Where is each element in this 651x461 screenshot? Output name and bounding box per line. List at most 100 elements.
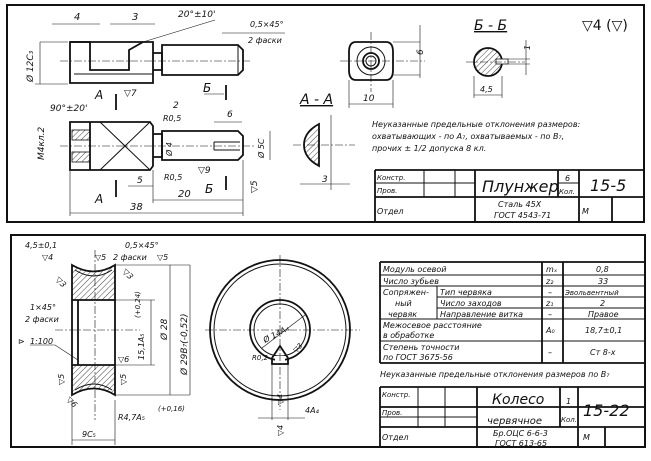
dim-taper: 1:100 — [30, 337, 53, 346]
dim-chamfer: 0,5×45° — [125, 241, 159, 250]
param-label: Степень точности — [383, 343, 459, 352]
dim-3-section: 3 — [322, 175, 328, 185]
section-bb-label: Б - Б — [474, 18, 507, 34]
param-label: Число зубьев — [383, 277, 439, 286]
note-line: прочих ± 1/2 допуска 8 кл. — [372, 144, 486, 153]
tb-part-name: Колесо — [492, 392, 544, 408]
cut-mark-b: Б — [205, 182, 213, 196]
roughness-9: ▽9 — [198, 166, 211, 176]
roughness-4-key-b: ▽4 — [276, 425, 285, 436]
tb-drawing-number: 15-5 — [590, 176, 626, 195]
roughness-3-left: ▽3 — [54, 275, 68, 289]
dim-2: 2 — [173, 101, 179, 111]
dim-chamfer: 0,5×45° — [250, 20, 284, 29]
tb-otdel: Отдел — [382, 433, 409, 442]
param-value: 0,8 — [596, 265, 609, 274]
dim-dia14: Ø 14A₄ — [260, 323, 291, 346]
roughness-5-top: ▽5 — [95, 253, 106, 262]
dim-width: 4,5±0,1 — [25, 241, 57, 250]
dim-key-width: 4A₄ — [305, 406, 320, 415]
tolerance-note: Неуказанные предельные отклонения размер… — [380, 370, 610, 379]
sheet-worm-wheel: 4,5±0,1 ▽4 0,5×45° 2 фаски ▽5 ▽5 ▽3 ▽3 1… — [10, 234, 646, 448]
param-label: Тип червяка — [440, 288, 492, 297]
general-roughness: ▽4 (▽) — [582, 18, 628, 34]
tb-qty: 6 — [565, 174, 570, 183]
dim-chamfer-1-count: 2 фаски — [25, 315, 59, 324]
dim-bore: 15,1A₅ — [137, 334, 146, 361]
dim-4: 4 — [74, 12, 80, 23]
note-line: Неуказанные предельные отклонения размер… — [372, 120, 581, 129]
dim-dia4: Ø 4 — [164, 142, 174, 157]
cut-mark-a-top: А — [94, 88, 103, 102]
dim-3: 3 — [132, 12, 138, 23]
tb-otdel: Отдел — [377, 207, 404, 216]
param-group: Сопряжен- — [383, 288, 429, 297]
roughness-6-lower: ▽6 — [65, 395, 79, 409]
roughness-7: ▽7 — [124, 89, 137, 99]
dim-38: 38 — [130, 202, 143, 213]
roughness-6: ▽6 — [118, 355, 129, 364]
dim-6: 6 — [227, 110, 233, 120]
dim-5: 5 — [137, 176, 143, 186]
param-value: Ст 8-х — [590, 348, 616, 357]
wheel-front-view — [205, 255, 360, 420]
param-label: Направление витка — [440, 310, 523, 319]
dim-20: 20 — [178, 189, 191, 200]
dim-width-9: 9C₅ — [82, 430, 96, 439]
roughness-5-lower-right: ▽5 — [119, 374, 128, 385]
dim-radius: R4,7A₅ — [118, 413, 145, 422]
dim-dia12: Ø 12C₃ — [25, 50, 36, 83]
note-line: охватывающих - по A₇, охватываемых - по … — [372, 132, 564, 141]
tb-qty: 1 — [566, 397, 571, 406]
param-symbol: z₂ — [545, 277, 554, 286]
plunger-side-view — [35, 41, 252, 85]
param-label: в обработке — [383, 331, 434, 340]
plunger-end-view — [340, 25, 425, 108]
sheet-plunger: Ø 12C₃ 4 3 20°±10' 0,5×45° 2 фаски ▽7 Б … — [6, 4, 645, 223]
dim-bore-tol: (+0,24) — [134, 291, 142, 318]
section-aa — [293, 115, 355, 190]
tb-prov: Пров. — [382, 409, 402, 417]
roughness-5-right: ▽5 — [157, 253, 168, 262]
dim-angle-20: 20°±10' — [178, 10, 215, 20]
tb-prov: Пров. — [377, 187, 397, 195]
param-symbol: mₓ — [546, 265, 558, 274]
tb-material-standard: ГОСТ 613-65 — [495, 439, 547, 448]
sheet-frame — [6, 4, 645, 223]
section-aa-label: А - А — [299, 92, 333, 108]
param-group: ный — [395, 299, 412, 308]
tb-konstr: Констр. — [382, 391, 410, 399]
section-bb — [466, 40, 530, 98]
tb-qty-label: Кол. — [561, 416, 577, 424]
dim-r02: R0,2 — [252, 354, 269, 362]
param-symbol: – — [548, 310, 552, 319]
param-symbol: A₀ — [545, 326, 555, 335]
roughness-4: ▽4 — [42, 253, 53, 262]
taper-icon: ⊳ — [18, 337, 25, 346]
roughness-3-right: ▽3 — [121, 267, 135, 281]
param-label: Модуль осевой — [383, 265, 446, 274]
tb-scale: М — [582, 207, 589, 216]
dim-dia5: Ø 5C — [256, 138, 266, 159]
tb-konstr: Констр. — [377, 174, 405, 182]
param-group: червяк — [388, 310, 417, 319]
tb-material-standard: ГОСТ 4543-71 — [494, 211, 551, 220]
dim-chamfer-count: 2 фаски — [248, 36, 282, 45]
param-label: Число заходов — [440, 299, 502, 308]
param-label: по ГОСТ 3675-56 — [383, 353, 453, 362]
param-label: Межосевое расстояние — [383, 321, 482, 330]
dim-radius-tol: (+0,16) — [158, 405, 185, 413]
dim-chamfer-1: 1×45° — [30, 303, 56, 312]
dim-r05-bottom: R0,5 — [164, 173, 182, 182]
dim-10: 10 — [363, 94, 375, 104]
roughness-5: ▽5 — [250, 180, 260, 193]
dim-angle-90: 90°±20' — [50, 104, 87, 114]
param-value: Правое — [588, 310, 619, 319]
dim-6-end: 6 — [416, 49, 426, 55]
param-symbol: – — [548, 288, 552, 297]
dim-r05-top: R0,5 — [163, 114, 181, 123]
dim-dia28: Ø 28 — [159, 318, 170, 341]
tb-part-name: Плунжер — [482, 177, 559, 196]
dim-1: 1 — [523, 45, 532, 50]
